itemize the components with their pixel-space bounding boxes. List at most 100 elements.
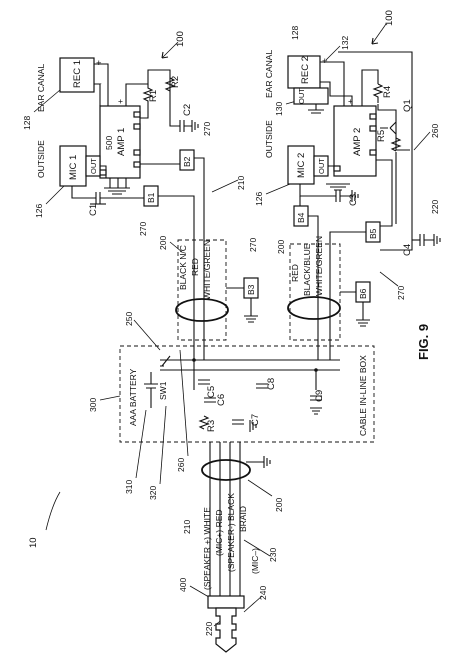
amp1-pin2 bbox=[133, 123, 141, 130]
leader-10 bbox=[45, 491, 61, 531]
leader-320 bbox=[159, 405, 167, 485]
ground-c4 bbox=[433, 234, 441, 246]
figure-label: FIG. 9 bbox=[416, 324, 431, 360]
b2-label: B2 bbox=[182, 156, 192, 167]
ref-260-b: 260 bbox=[176, 458, 186, 472]
ref-200-b: 200 bbox=[276, 240, 286, 254]
cap-c3 bbox=[335, 190, 352, 202]
leader-260-b bbox=[179, 349, 189, 457]
mic1-label: MIC 1 bbox=[68, 155, 79, 180]
wire-amp2-cable bbox=[376, 159, 393, 227]
mic2-label: MIC 2 bbox=[296, 153, 307, 178]
outside-2-label: OUTSIDE bbox=[264, 120, 274, 158]
leader-270-d bbox=[379, 271, 399, 287]
rec1-label: REC 1 bbox=[72, 60, 83, 88]
amp2-box bbox=[333, 105, 377, 177]
ref-128-right: 128 bbox=[290, 26, 300, 40]
ref-132: 132 bbox=[340, 36, 350, 50]
plug-leads bbox=[209, 530, 241, 596]
rec2-label: REC 2 bbox=[300, 56, 311, 84]
amp2-label: AMP 2 bbox=[352, 128, 363, 156]
wire-amp2-b5-long bbox=[338, 51, 413, 251]
resistor-r2 bbox=[164, 77, 176, 92]
cap-c9 bbox=[310, 370, 322, 401]
q1-label: Q1 bbox=[402, 99, 413, 112]
ref-200-a: 200 bbox=[158, 236, 168, 250]
b2-block bbox=[179, 149, 195, 171]
amp2-pin2 bbox=[369, 125, 377, 132]
c6-label: C6 bbox=[216, 394, 227, 406]
ref-270-b: 270 bbox=[138, 222, 148, 236]
leader-300 bbox=[99, 395, 121, 401]
c7-label: C7 bbox=[250, 414, 261, 426]
cap-c4 bbox=[419, 234, 434, 246]
plug-ferrite bbox=[201, 459, 251, 481]
b3-label: B3 bbox=[246, 284, 256, 295]
amp1-pin4 bbox=[133, 161, 141, 168]
ref-270-c: 270 bbox=[248, 238, 258, 252]
ref-10: 10 bbox=[28, 537, 39, 548]
cable1-ferrite bbox=[175, 298, 229, 322]
amp2-plus: + bbox=[348, 96, 353, 106]
leader-230 bbox=[243, 539, 271, 557]
wire-q1-r5 bbox=[395, 136, 410, 151]
amp1-plus: + bbox=[118, 96, 123, 106]
switch-sw1 bbox=[160, 355, 171, 367]
c8-label: C8 bbox=[266, 378, 277, 390]
amp2-pin1 bbox=[369, 113, 377, 120]
leader-200-c bbox=[247, 479, 273, 497]
r5-label: R5 bbox=[376, 130, 387, 142]
outside-1-label: OUTSIDE bbox=[36, 140, 46, 178]
wire-rec2-amp2 bbox=[320, 61, 353, 106]
mic2-box bbox=[287, 145, 315, 185]
leader-250 bbox=[133, 319, 161, 351]
leader-100-right bbox=[371, 23, 387, 45]
wire-r4-q1 bbox=[377, 104, 397, 120]
wire-b6 bbox=[340, 291, 370, 327]
ground-mic2 bbox=[326, 183, 350, 191]
ref-100-right: 100 bbox=[384, 10, 395, 26]
amp2-pin4 bbox=[333, 165, 341, 172]
cable1-black-label: BLACK N/C bbox=[178, 245, 188, 290]
rec2-out-box bbox=[293, 87, 329, 105]
amp1-pin1 bbox=[133, 111, 141, 118]
plug-body bbox=[207, 595, 245, 609]
ref-210-a: 210 bbox=[236, 176, 246, 190]
ref-500: 500 bbox=[104, 136, 114, 150]
b5-label: B5 bbox=[368, 228, 378, 239]
b6-label: B6 bbox=[358, 288, 368, 299]
leader-132 bbox=[325, 45, 341, 61]
ear-canal-2-label: EAR CANAL bbox=[264, 50, 274, 98]
mic1-box bbox=[59, 145, 87, 187]
rec2-out: OUT bbox=[297, 88, 306, 104]
plug-ground bbox=[246, 456, 271, 468]
ref-270-a: 270 bbox=[202, 122, 212, 136]
plug-speaker-black: (SPEAKER-) BLACK bbox=[226, 493, 236, 572]
c5-label: C5 bbox=[206, 386, 217, 398]
resistor-r4 bbox=[372, 83, 384, 103]
c4-label: C4 bbox=[402, 244, 413, 256]
cable2-red-label: RED bbox=[290, 264, 300, 282]
ref-300: 300 bbox=[88, 398, 98, 412]
battery-label: AAA BATTERY bbox=[128, 368, 138, 426]
c1-label: C1 bbox=[88, 204, 99, 216]
ref-260-a: 260 bbox=[430, 124, 440, 138]
b1-label: B1 bbox=[146, 192, 156, 203]
amp2-pin3 bbox=[369, 149, 377, 156]
ground-c7 bbox=[249, 420, 257, 432]
ref-250: 250 bbox=[124, 312, 134, 326]
b4-label: B4 bbox=[296, 212, 306, 223]
leader-260-a bbox=[413, 131, 431, 151]
junction-1 bbox=[192, 358, 196, 362]
r2-label: R2 bbox=[170, 76, 181, 88]
amp1-label: AMP 1 bbox=[116, 128, 127, 156]
cable1-dashed-box bbox=[177, 239, 227, 341]
ref-126-right: 126 bbox=[254, 192, 264, 206]
amp1-pin3 bbox=[133, 149, 141, 156]
ground-c3 bbox=[351, 190, 359, 202]
cap-c6 bbox=[204, 397, 216, 403]
rec1-box bbox=[59, 57, 95, 93]
leader-210-a bbox=[211, 179, 239, 193]
cable1-wg-label: WHITE/GREEN bbox=[202, 240, 212, 300]
wire-amp2-r4 bbox=[361, 69, 379, 106]
